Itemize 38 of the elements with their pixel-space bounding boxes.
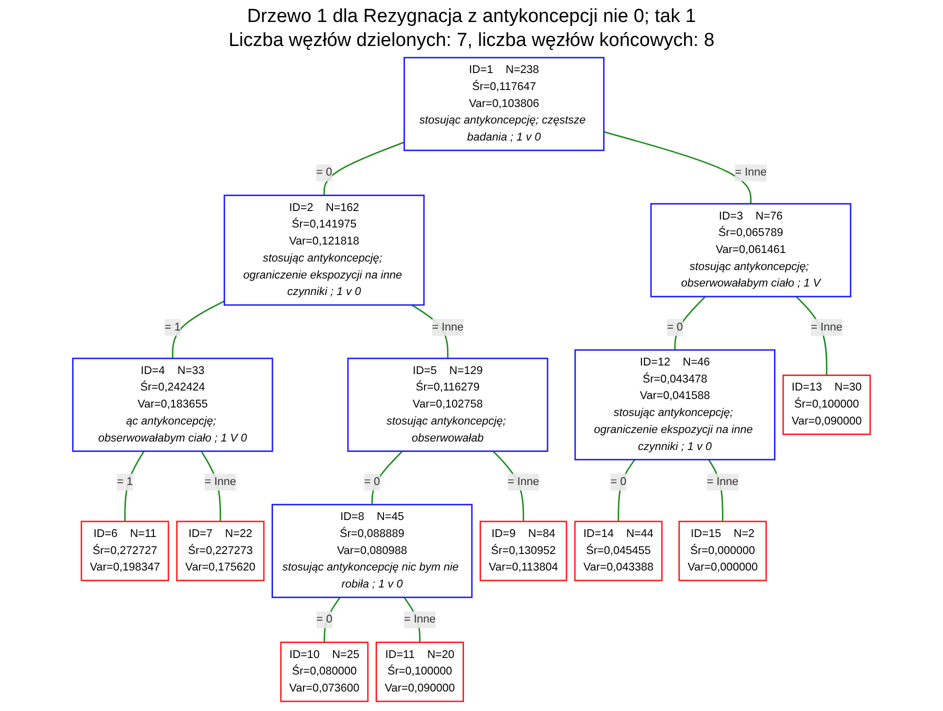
connector	[618, 459, 636, 522]
edge-label: = Inne	[810, 321, 842, 334]
edge-label: = 0	[364, 476, 380, 488]
connector	[371, 450, 403, 505]
node-box: ID=6 N=11 Śr=0,272727 Var=0,198347	[80, 520, 170, 582]
node-box: ID=12 N=46 Śr=0,043478 Var=0,041588 stosując antykoncepcję; ograniczenie ekspozycji na inne czynniki ; 1 v 0	[574, 349, 776, 460]
node-box: ID=7 N=22 Śr=0,227273 Var=0,175620	[176, 520, 265, 582]
connector	[674, 296, 706, 350]
edge-label: = Inne	[204, 476, 236, 488]
edge-label: = Inne	[404, 614, 436, 626]
node-box: ID=11 N=20 Śr=0,100000 Var=0,090000	[376, 642, 464, 702]
node-box: ID=14 N=44 Śr=0,045455 Var=0,043388	[574, 520, 663, 582]
edge-label: = 0	[666, 321, 683, 334]
edge-label: = 1	[164, 321, 181, 334]
node-box: ID=1 N=238 Śr=0,117647 Var=0,103806 stosując antykoncepcję; częstsze badania ; 1 v 0	[404, 56, 605, 152]
edge-label: = Inne	[432, 321, 464, 334]
edge-label: = 0	[316, 166, 332, 178]
node-box: ID=8 N=45 Śr=0,088889 Var=0,080988 stosując antykoncepcję nic bym nie robiła ; 1 v 0	[272, 504, 473, 598]
edge-label: = Inne	[706, 476, 738, 488]
node-box: ID=9 N=84 Śr=0,130952 Var=0,113804	[480, 520, 568, 582]
connector	[604, 131, 752, 204]
connector	[323, 142, 404, 196]
edge-label: = 0	[610, 476, 626, 488]
diagram-title: Drzewo 1 dla Rezygnacja z antykoncepcji nie 0; tak 1	[247, 6, 696, 28]
node-box: ID=10 N=25 Śr=0,080000 Var=0,073600	[280, 642, 369, 702]
edge-label: = Inne	[735, 166, 767, 178]
node-box: ID=15 N=2 Śr=0,000000 Var=0,000000	[678, 520, 767, 582]
node-box: ID=5 N=129 Śr=0,116279 Var=0,102758 stosując antykoncepcję; obserwowałab	[347, 358, 548, 452]
node-box: ID=3 N=76 Śr=0,065789 Var=0,061461 stosując antykoncepcję; obserwowałabym ciało ; 1 V	[650, 203, 852, 298]
connector	[124, 450, 145, 522]
edge-label: = Inne	[508, 476, 540, 488]
edge-label: = 1	[116, 476, 133, 488]
node-box: ID=2 N=162 Śr=0,141975 Var=0,121818 stosując antykoncepcję; ograniczenie ekspozycji na inne czynniki ; 1 v 0	[224, 194, 425, 306]
node-box: ID=4 N=33 Śr=0,242424 Var=0,183655 ąc antykoncepcję; obserwowałabym ciało ; 1 V 0	[72, 358, 274, 452]
node-box: ID=13 N=30 Śr=0,100000 Var=0,090000	[782, 374, 871, 436]
edge-label: = 0	[316, 614, 332, 626]
connector	[172, 300, 225, 358]
tree-summary: Liczba węzłów dzielonych: 7, liczba węzłów końcowych: 8	[228, 30, 714, 52]
